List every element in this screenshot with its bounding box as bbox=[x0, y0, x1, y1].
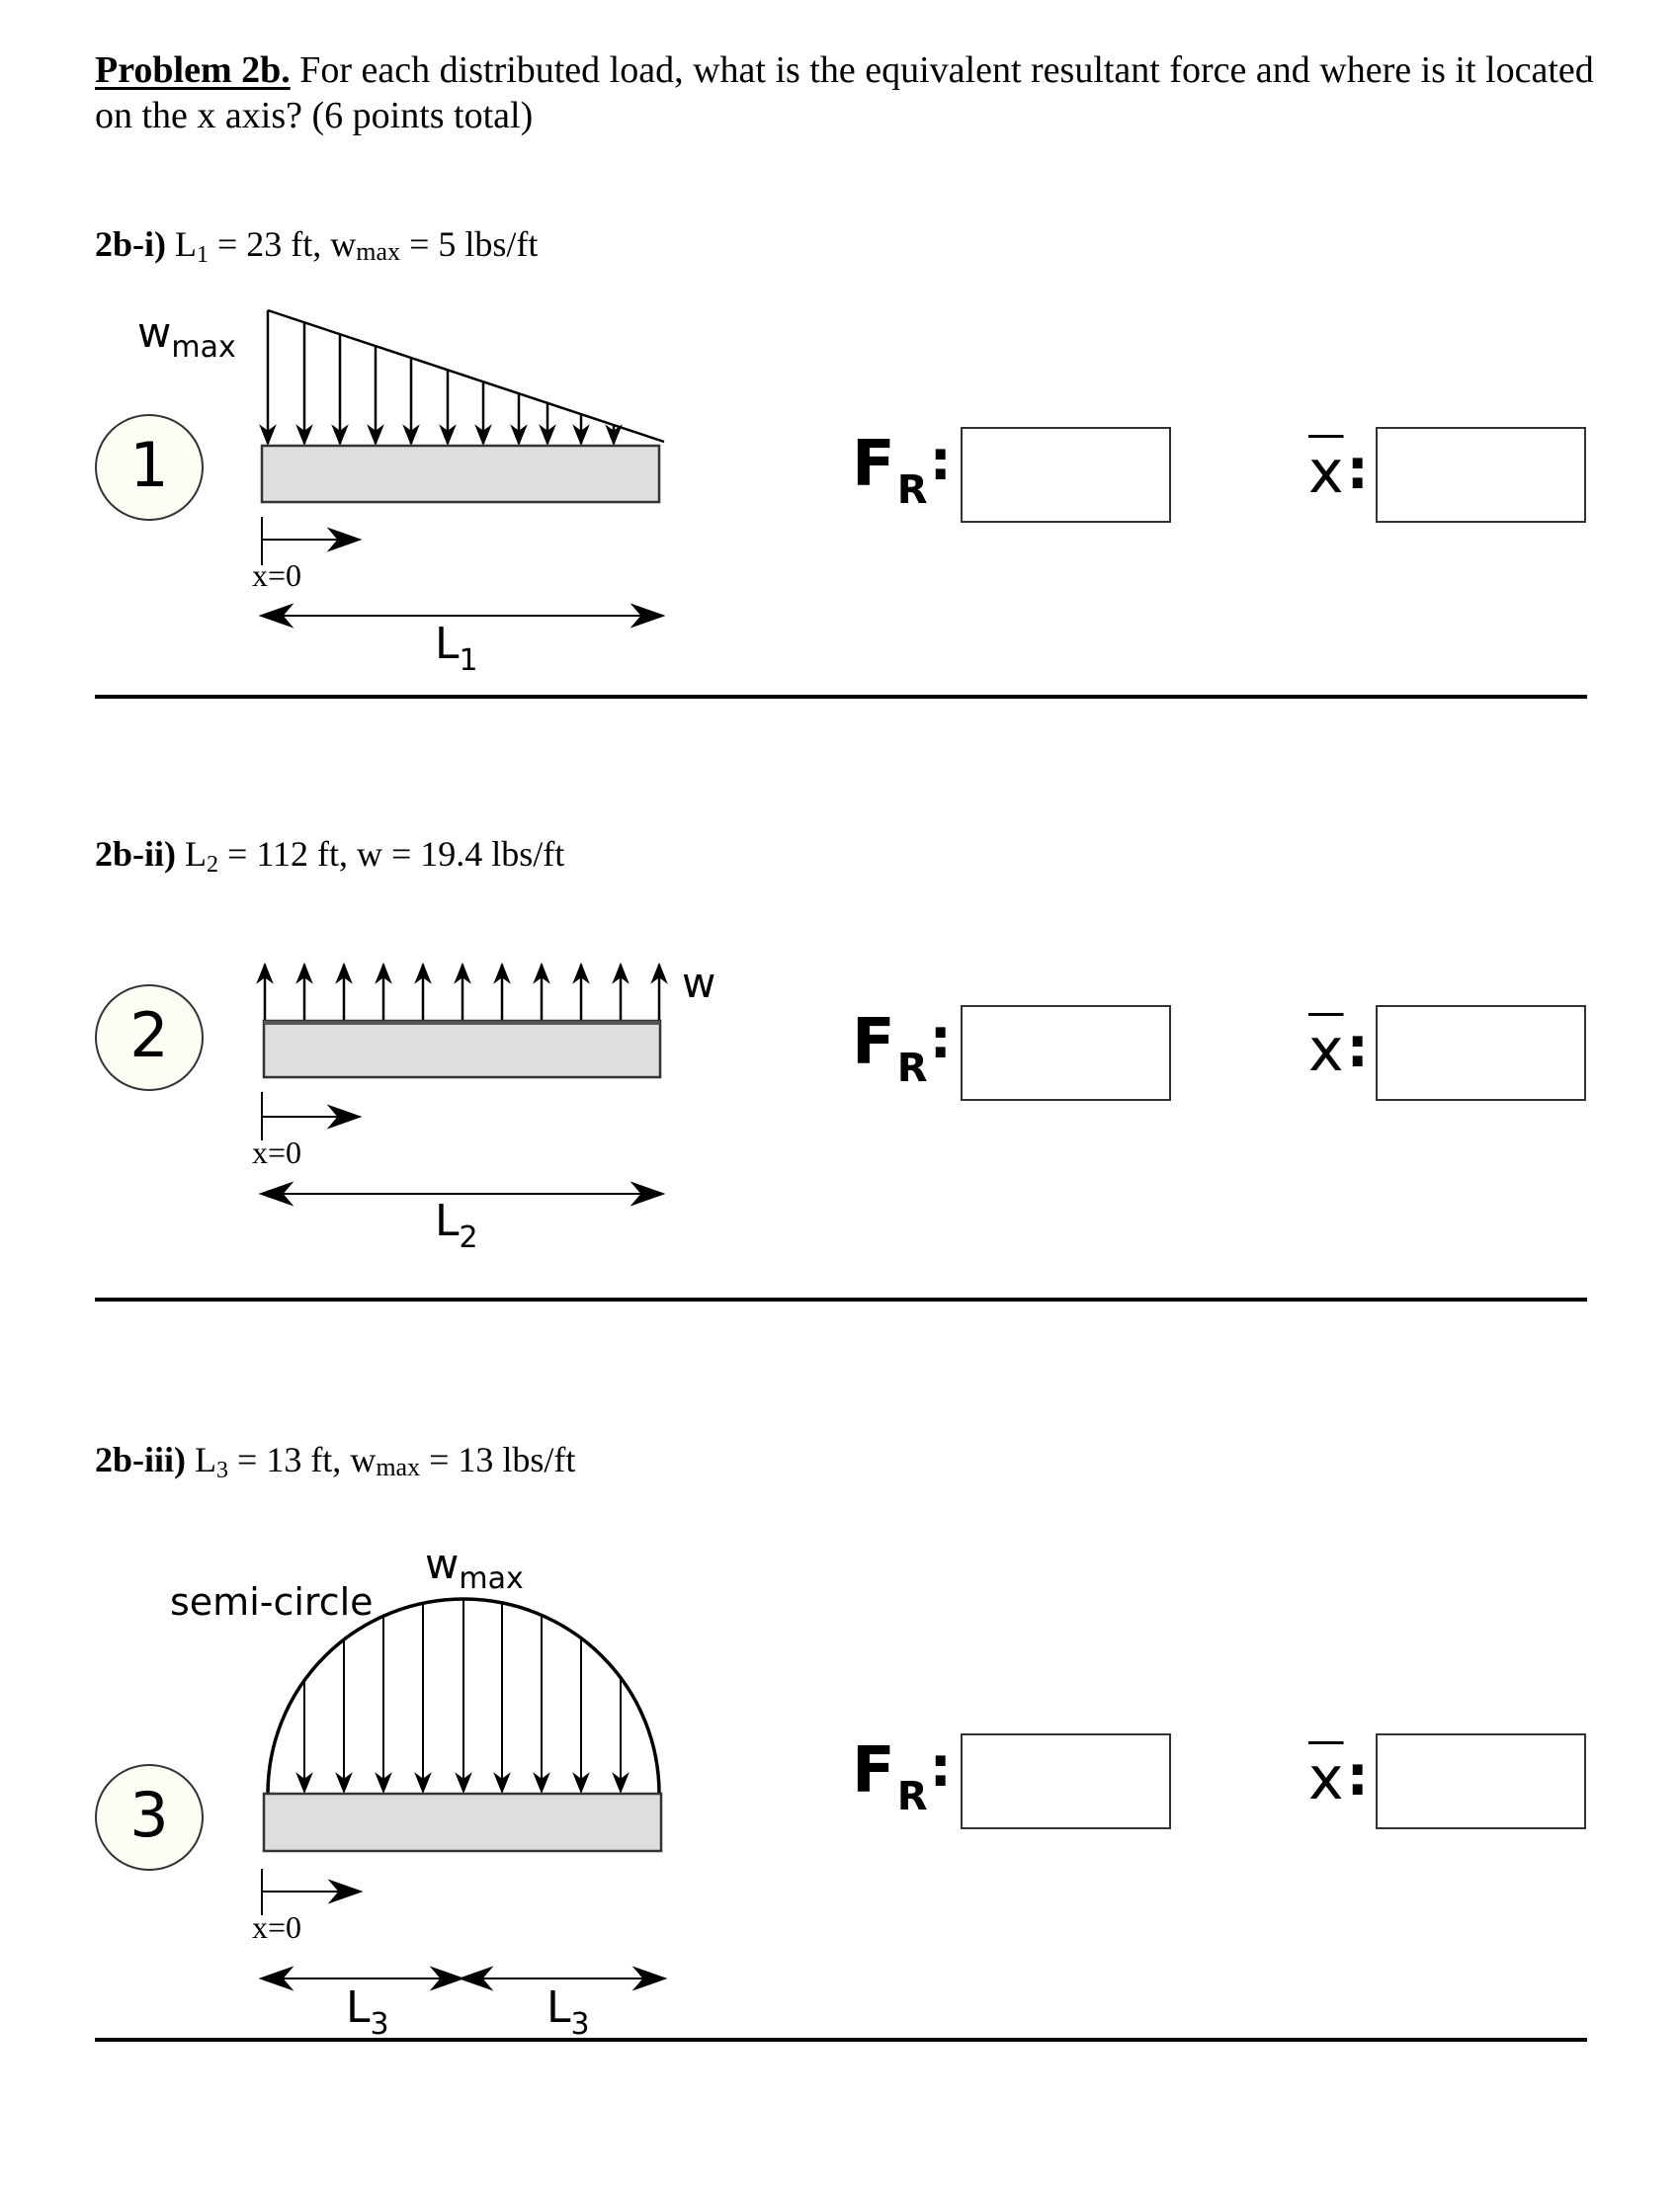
length-value: = 13 ft, bbox=[237, 1440, 342, 1479]
fr-subscript: R bbox=[896, 1774, 928, 1819]
length-symbol: L bbox=[435, 1196, 460, 1246]
origin-label: x=0 bbox=[252, 557, 302, 593]
colon: : bbox=[1346, 438, 1369, 502]
fr-subscript: R bbox=[896, 467, 928, 513]
load-symbol: w bbox=[330, 224, 357, 264]
length-subscript: 3 bbox=[570, 2007, 590, 2042]
length-symbol: L bbox=[546, 1982, 571, 2033]
length-subscript: 2 bbox=[459, 1220, 478, 1255]
colon: : bbox=[1346, 1744, 1369, 1809]
w-symbol: w bbox=[425, 1540, 460, 1588]
xbar-symbol: x bbox=[1308, 438, 1344, 507]
fr-symbol: F bbox=[852, 1006, 895, 1079]
length-subscript: 1 bbox=[459, 643, 478, 678]
colon: : bbox=[929, 1007, 952, 1071]
xbar-symbol: x bbox=[1308, 1744, 1344, 1813]
length-label: L2 bbox=[435, 1200, 478, 1253]
load-subscript: max bbox=[376, 1453, 421, 1481]
diagram-number-badge bbox=[95, 1764, 204, 1871]
fr-subscript: R bbox=[896, 1046, 928, 1091]
length-subscript: 2 bbox=[207, 852, 219, 878]
resultant-force-input[interactable] bbox=[961, 427, 1171, 523]
length-subscript: 3 bbox=[370, 2007, 389, 2042]
diagram-number-3: 3 bbox=[129, 1779, 169, 1851]
part-label: 2b-iii) bbox=[95, 1440, 187, 1479]
diagram-number-2: 2 bbox=[129, 999, 169, 1071]
part-heading-2b-iii: 2b-iii) L3 = 13 ft, wmax = 13 lbs/ft bbox=[95, 1439, 575, 1484]
centroid-x-input[interactable] bbox=[1376, 1005, 1586, 1101]
problem-prompt: For each distributed load, what is the e… bbox=[95, 49, 1594, 136]
problem-statement: Problem 2b. For each distributed load, w… bbox=[95, 47, 1617, 138]
resultant-force-input[interactable] bbox=[961, 1733, 1171, 1829]
centroid-x-label: x: bbox=[1308, 443, 1369, 503]
length-subscript: 1 bbox=[197, 242, 209, 268]
load-value: = 5 lbs/ft bbox=[409, 224, 539, 264]
length-symbol: L bbox=[175, 224, 197, 264]
load-strip bbox=[264, 1021, 660, 1025]
length-label: L1 bbox=[435, 623, 478, 676]
centroid-x-label: x: bbox=[1308, 1749, 1369, 1809]
section-divider bbox=[95, 2038, 1587, 2042]
centroid-x-label: x: bbox=[1308, 1021, 1369, 1081]
length-subscript: 3 bbox=[216, 1458, 229, 1483]
w-subscript: max bbox=[171, 330, 236, 365]
load-value: = 19.4 lbs/ft bbox=[390, 834, 565, 874]
diagram-number-badge bbox=[95, 984, 204, 1091]
colon: : bbox=[1346, 1016, 1369, 1080]
length-symbol: L bbox=[346, 1982, 371, 2033]
length-symbol: L bbox=[185, 834, 208, 874]
triangular-load bbox=[259, 308, 665, 447]
diagram-number-1: 1 bbox=[129, 429, 169, 501]
xbar-symbol: x bbox=[1308, 1016, 1344, 1085]
w-label: w bbox=[682, 959, 716, 1007]
resultant-force-label: FR: bbox=[852, 433, 952, 510]
resultant-force-label: FR: bbox=[852, 1011, 952, 1088]
load-symbol: w bbox=[356, 834, 382, 874]
origin-marker bbox=[261, 1092, 363, 1140]
origin-label: x=0 bbox=[252, 1135, 302, 1170]
origin-marker bbox=[261, 517, 363, 565]
semi-circle-label: semi-circle bbox=[170, 1580, 374, 1624]
load-symbol: w bbox=[350, 1440, 377, 1479]
w-subscript: max bbox=[459, 1561, 524, 1596]
part-label: 2b-i) bbox=[95, 224, 166, 264]
wmax-label: wmax bbox=[137, 312, 236, 363]
origin-marker bbox=[261, 1869, 364, 1915]
wmax-label: wmax bbox=[425, 1544, 524, 1594]
beam bbox=[262, 1019, 662, 1079]
w-symbol: w bbox=[137, 308, 172, 357]
load-value: = 13 lbs/ft bbox=[429, 1440, 576, 1479]
resultant-force-input[interactable] bbox=[961, 1005, 1171, 1101]
centroid-x-input[interactable] bbox=[1376, 1733, 1586, 1829]
resultant-force-label: FR: bbox=[852, 1739, 952, 1816]
centroid-x-input[interactable] bbox=[1376, 427, 1586, 523]
problem-label: Problem 2b. bbox=[95, 49, 291, 91]
fr-symbol: F bbox=[852, 428, 895, 501]
part-heading-2b-i: 2b-i) L1 = 23 ft, wmax = 5 lbs/ft bbox=[95, 223, 538, 269]
part-heading-2b-ii: 2b-ii) L2 = 112 ft, w = 19.4 lbs/ft bbox=[95, 833, 564, 879]
colon: : bbox=[929, 429, 952, 493]
section-divider bbox=[95, 695, 1587, 699]
uniform-upward-load bbox=[256, 962, 668, 1023]
beam bbox=[262, 1792, 663, 1853]
load-subscript: max bbox=[356, 237, 401, 266]
colon: : bbox=[929, 1735, 952, 1800]
length-symbol: L bbox=[435, 619, 460, 669]
section-divider bbox=[95, 1298, 1587, 1302]
length-value: = 23 ft, bbox=[217, 224, 322, 264]
length-value: = 112 ft, bbox=[227, 834, 348, 874]
beam bbox=[260, 444, 661, 504]
origin-label: x=0 bbox=[252, 1909, 302, 1945]
length-label-right: L3 bbox=[546, 1986, 590, 2040]
length-label-left: L3 bbox=[346, 1986, 389, 2040]
part-label: 2b-ii) bbox=[95, 834, 177, 874]
semi-circle-load-arrows bbox=[295, 1599, 630, 1795]
length-symbol: L bbox=[195, 1440, 217, 1479]
fr-symbol: F bbox=[852, 1734, 895, 1808]
diagram-number-badge bbox=[95, 414, 204, 521]
